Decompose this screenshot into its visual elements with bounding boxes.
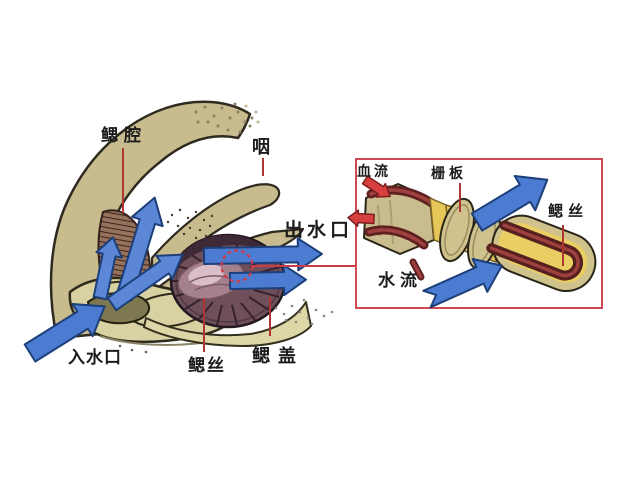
main-leader-lines — [122, 148, 271, 352]
cavity-flow-arrow-to-gill — [106, 253, 184, 312]
label-gill-cavity: 鳃腔 — [101, 126, 147, 145]
label-pharynx: 咽 — [252, 137, 270, 157]
label-gill-filament-inset: 鳃丝 — [548, 203, 589, 220]
operculum-speckles — [118, 298, 334, 354]
label-water-inlet: 入水口 — [68, 348, 122, 367]
inset-leader-lines — [459, 183, 564, 266]
water-outlet-arrow-top — [202, 237, 323, 272]
fish-head-cross-section — [23, 100, 356, 363]
fork-stipple — [166, 208, 214, 240]
label-water-outlet: 出水口 — [284, 220, 354, 241]
label-gill-filament-main: 鳃丝 — [188, 356, 226, 375]
label-lamella: 栅板 — [431, 165, 467, 181]
blood-vessel-bottom — [364, 225, 429, 281]
label-water-flow: 水流 — [378, 271, 422, 290]
label-gill-cover: 鳃盖 — [252, 346, 304, 366]
inset-water-arrow-top — [470, 175, 549, 232]
filament-tip — [486, 214, 597, 292]
inset-water-arrow-bottom — [422, 257, 503, 309]
label-blood-flow: 血流 — [357, 163, 391, 179]
cavity-flow-arrow-small — [92, 236, 123, 301]
water-outlet-arrow-bottom — [228, 264, 307, 297]
blood-flow-arrow-in — [361, 175, 391, 198]
skull-speckles — [194, 102, 260, 134]
gill-filament-inset — [347, 158, 603, 309]
water-inlet-arrow — [23, 303, 106, 363]
blood-flow-arrow-out — [347, 209, 375, 227]
